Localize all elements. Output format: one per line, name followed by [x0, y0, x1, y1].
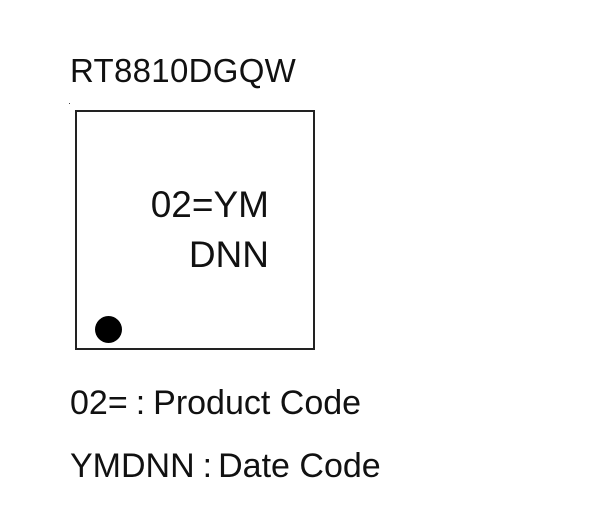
chip-package-outline: 02=YM DNN: [75, 110, 315, 350]
pin1-indicator-dot: [95, 316, 122, 343]
part-number-label: RT8810DGQW: [70, 52, 297, 89]
legend-code: YMDNN: [70, 447, 195, 485]
legend-row-product-code: 02=:Product Code: [70, 383, 361, 423]
tick-mark: [69, 103, 70, 104]
legend-code: 02=: [70, 384, 128, 422]
marking-line-2: DNN: [188, 234, 269, 275]
legend-description: Product Code: [153, 384, 362, 422]
legend-row-date-code: YMDNN:Date Code: [70, 446, 381, 486]
legend-separator: :: [135, 384, 146, 422]
legend-separator: :: [202, 447, 213, 485]
legend-description: Date Code: [218, 447, 381, 485]
marking-line-1: 02=YM: [150, 184, 269, 225]
